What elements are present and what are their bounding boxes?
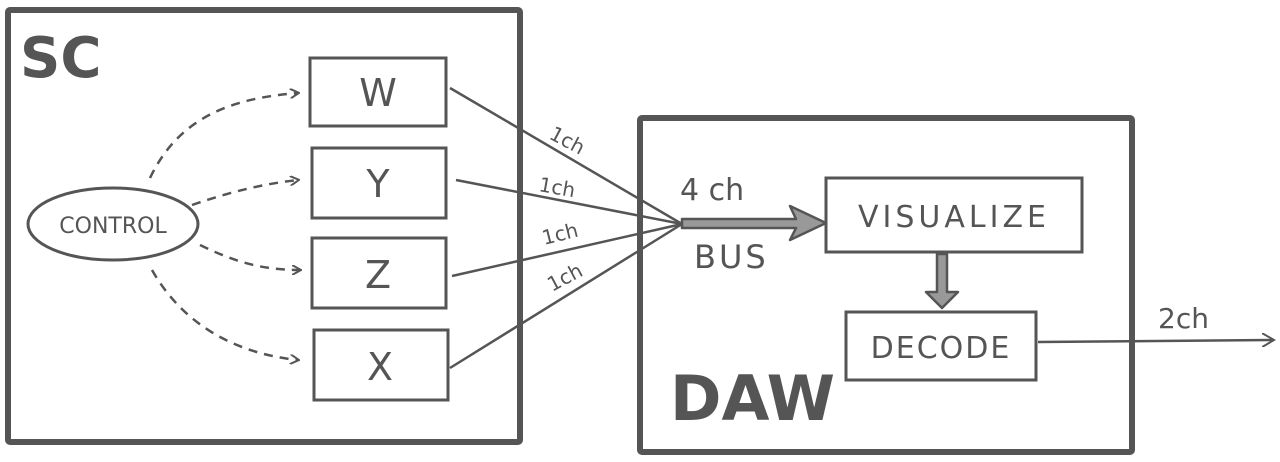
- decode-node: DECODE: [844, 310, 1038, 382]
- daw-container: [637, 115, 1135, 455]
- channel-z: Z: [310, 236, 448, 310]
- daw-title: DAW: [670, 362, 835, 435]
- wire-y: [455, 178, 683, 226]
- wire-x-label: 1ch: [543, 258, 586, 296]
- bus-channels-label: 4 ch: [680, 173, 744, 208]
- wire-z: [451, 222, 683, 278]
- control-to-w-arrow: [148, 93, 298, 179]
- control-label: CONTROL: [59, 214, 167, 239]
- control-to-x-arrow: [150, 269, 298, 360]
- output-arrow: [1037, 340, 1274, 342]
- visualize-to-decode-arrow: [924, 252, 960, 310]
- bus-label: BUS: [694, 238, 769, 276]
- channel-y-label: Y: [365, 162, 390, 206]
- channel-wires: [449, 86, 683, 370]
- sc-container: [5, 7, 523, 445]
- decode-label: DECODE: [871, 331, 1012, 366]
- output-label: 2ch: [1158, 302, 1209, 335]
- channel-x: X: [312, 328, 450, 402]
- channel-y: Y: [310, 146, 448, 220]
- control-node: CONTROL: [26, 186, 200, 262]
- wire-w-label: 1ch: [546, 121, 589, 159]
- visualize-node: VISUALIZE: [824, 176, 1084, 254]
- control-to-z-arrow: [199, 243, 300, 270]
- bus-arrow: [680, 204, 828, 242]
- channel-x-label: X: [367, 345, 393, 389]
- channel-z-label: Z: [365, 253, 391, 297]
- sc-title: SC: [20, 26, 101, 91]
- channel-w: W: [308, 56, 448, 128]
- wire-z-label: 1ch: [539, 218, 580, 250]
- wire-x: [449, 222, 683, 370]
- visualize-label: VISUALIZE: [858, 200, 1050, 235]
- control-to-y-arrow: [191, 180, 298, 207]
- control-arrows: [148, 93, 300, 360]
- channel-w-label: W: [359, 71, 397, 115]
- wire-w: [449, 86, 683, 226]
